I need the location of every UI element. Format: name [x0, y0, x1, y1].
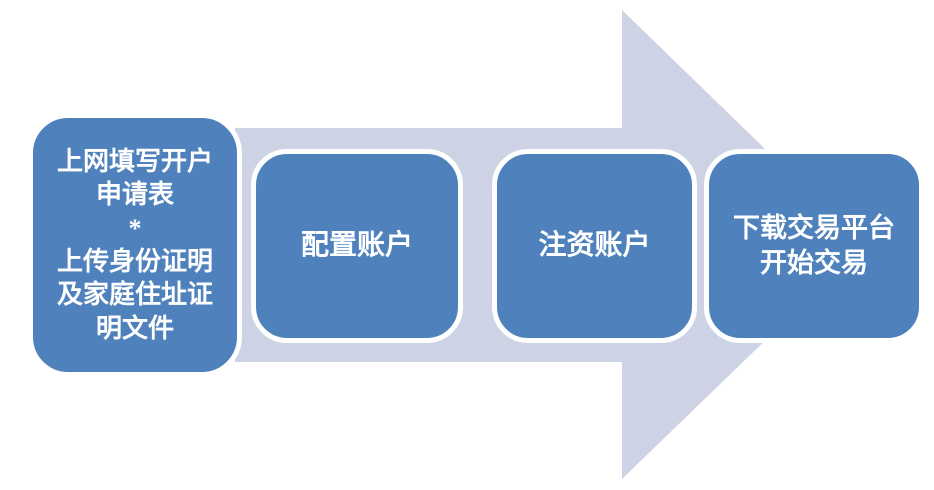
step-box-application: 上网填写开户 申请表 * 上传身份证明 及家庭住址证 明文件 [28, 113, 242, 377]
step-box-configure-account: 配置账户 [251, 149, 463, 343]
step-label-download-platform: 下载交易平台 开始交易 [733, 212, 895, 278]
step-label-application: 上网填写开户 申请表 * 上传身份证明 及家庭住址证 明文件 [56, 147, 213, 343]
step-box-download-platform: 下载交易平台 开始交易 [704, 149, 924, 343]
step-label-fund-account: 注资账户 [538, 229, 651, 261]
step-box-fund-account: 注资账户 [492, 149, 697, 343]
step-label-configure-account: 配置账户 [300, 229, 413, 261]
